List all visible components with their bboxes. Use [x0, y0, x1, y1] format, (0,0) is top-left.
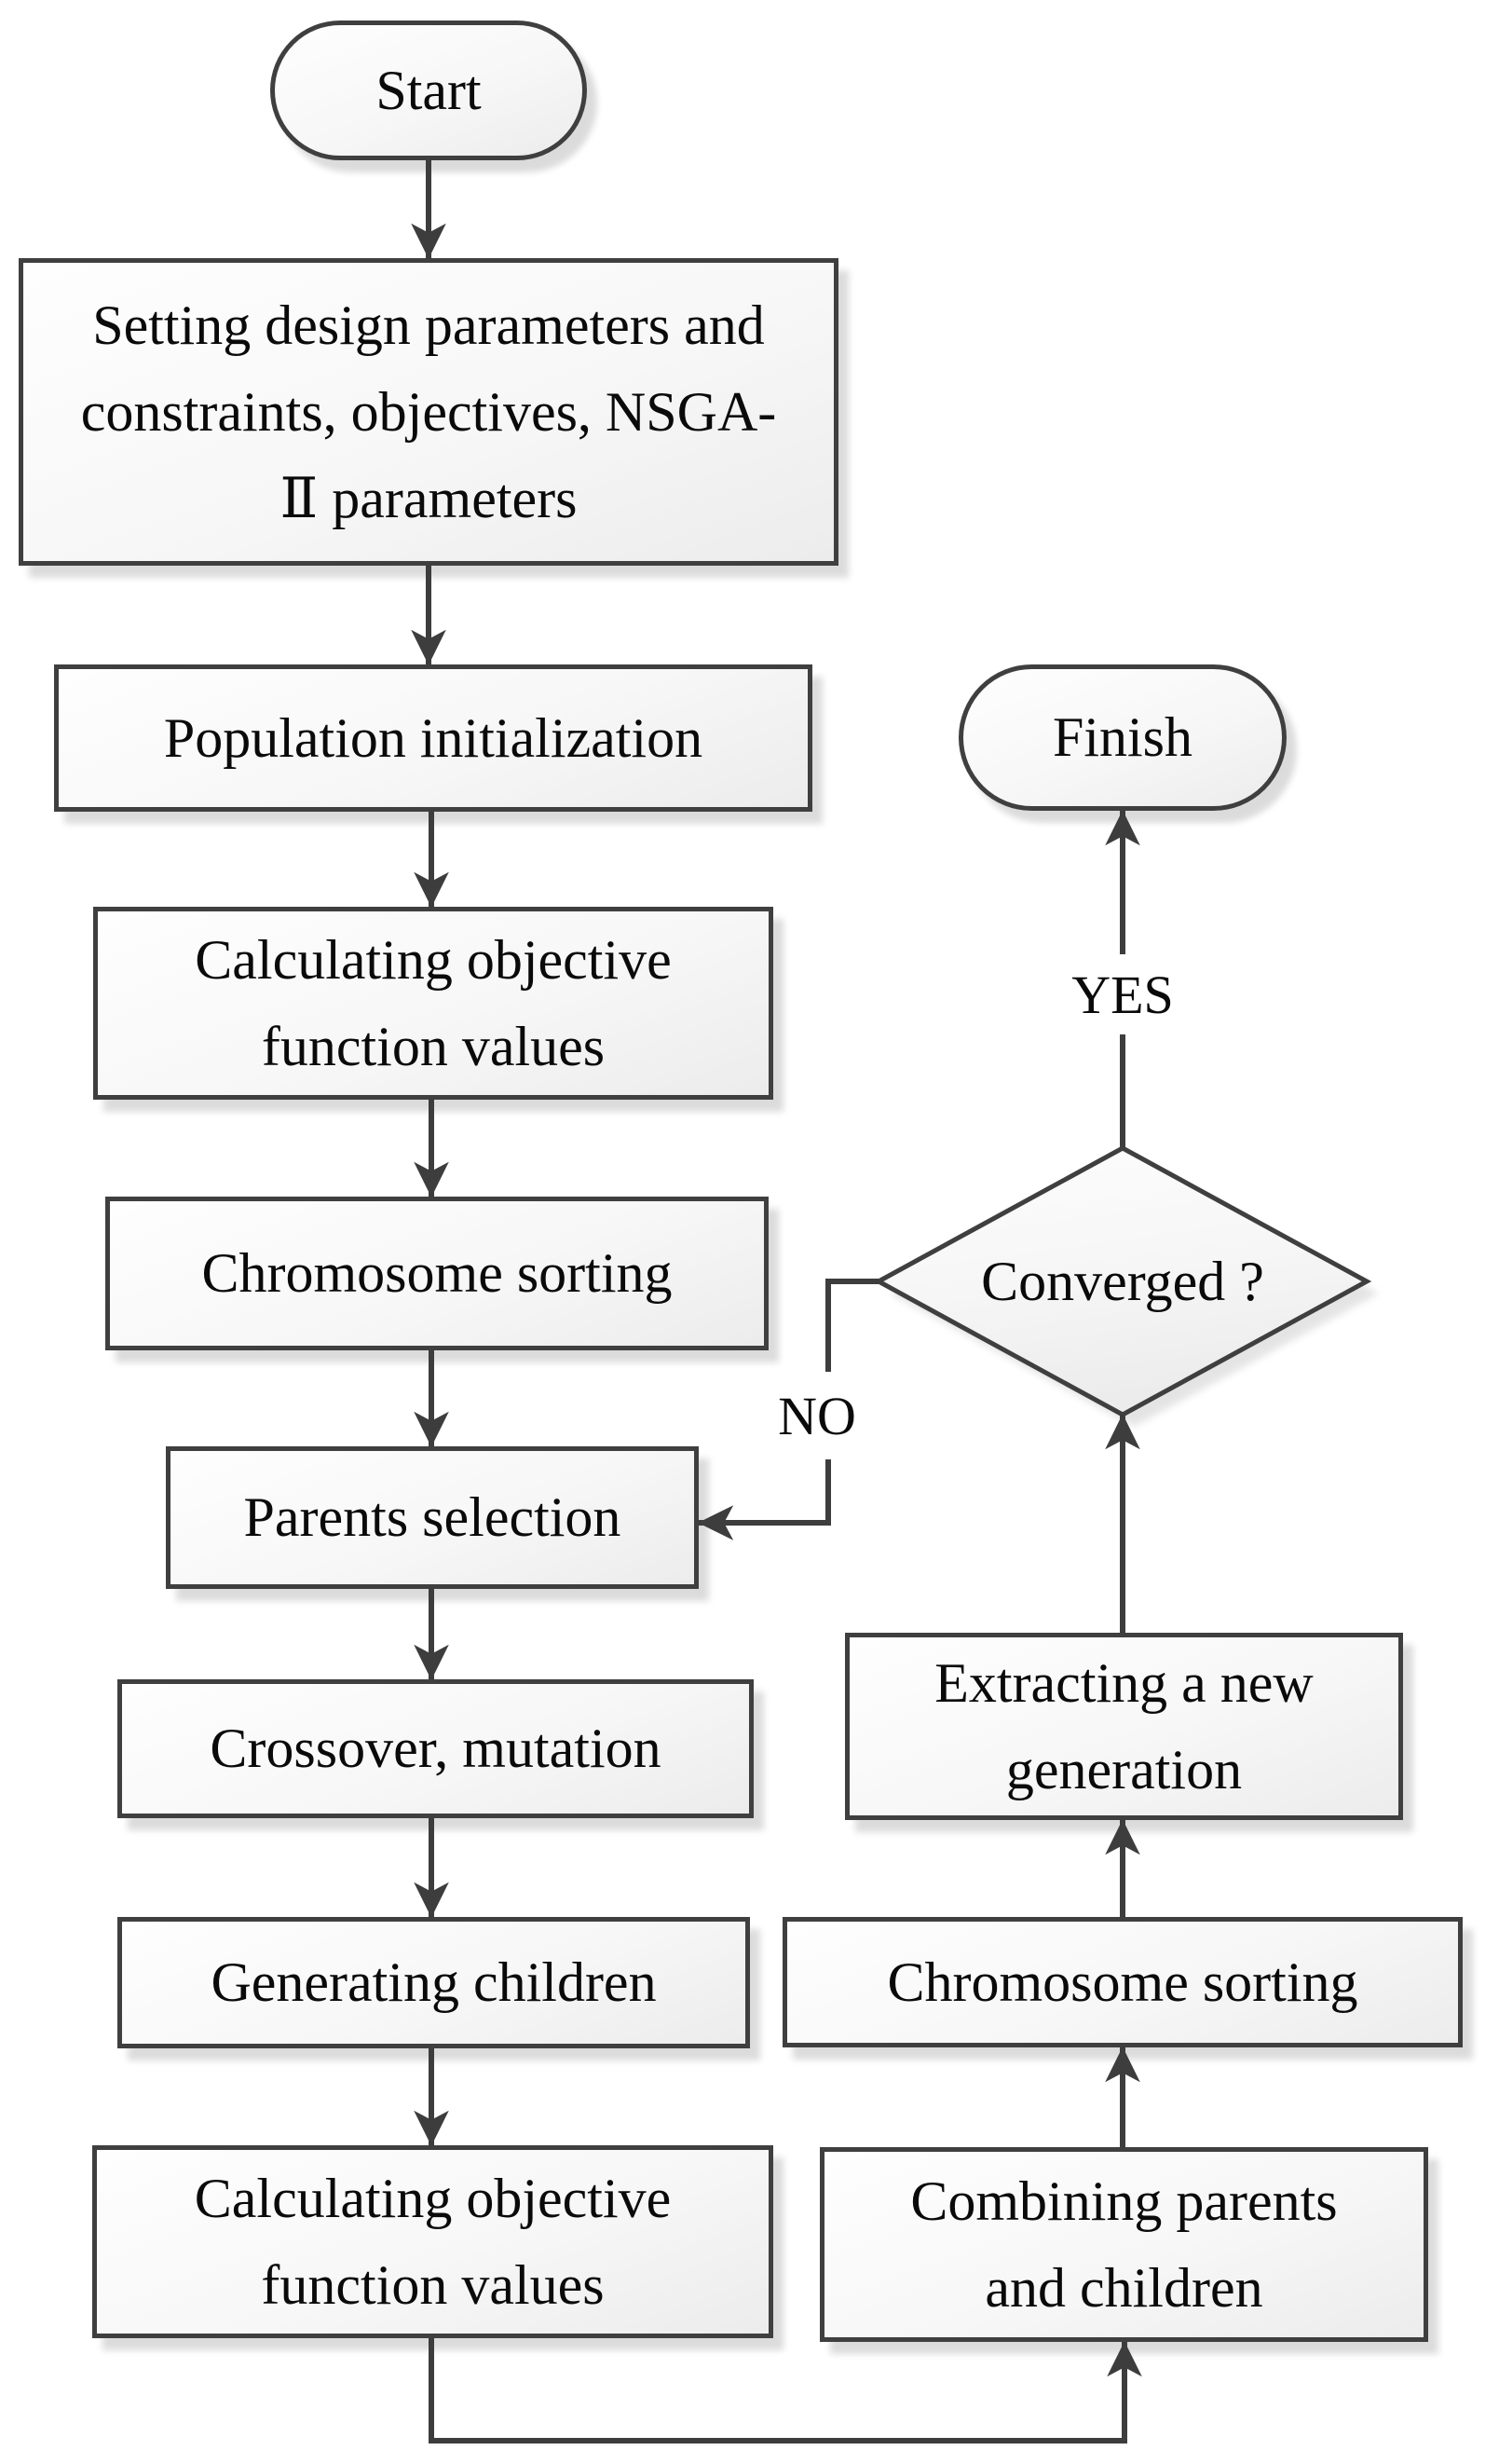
node-population-initialization: Population initialization	[54, 664, 812, 812]
node-extracting-new-generation: Extracting a new generation	[845, 1633, 1403, 1820]
node-converged-decision: Converged ?	[981, 1250, 1264, 1312]
node-chromosome-sorting-left: Chromosome sorting	[105, 1197, 769, 1350]
node-crossover-mutation: Crossover, mutation	[117, 1679, 754, 1818]
node-calculating-objective-1: Calculating objective function values	[93, 907, 773, 1100]
node-calculating-objective-2: Calculating objective function values	[92, 2145, 773, 2338]
edge-label-no: NO	[738, 1372, 896, 1459]
node-finish: Finish	[959, 664, 1287, 811]
node-generating-children: Generating children	[117, 1917, 750, 2048]
node-parents-selection: Parents selection	[166, 1446, 699, 1589]
node-chromosome-sorting-right: Chromosome sorting	[783, 1917, 1463, 2047]
arrow-calc2-to-combining	[429, 2338, 1142, 2443]
node-start: Start	[270, 21, 587, 160]
node-combining-parents-children: Combining parents and children	[820, 2147, 1428, 2342]
node-setting-parameters: Setting design parameters and constraint…	[19, 258, 838, 566]
edge-label-yes: YES	[1039, 954, 1206, 1034]
